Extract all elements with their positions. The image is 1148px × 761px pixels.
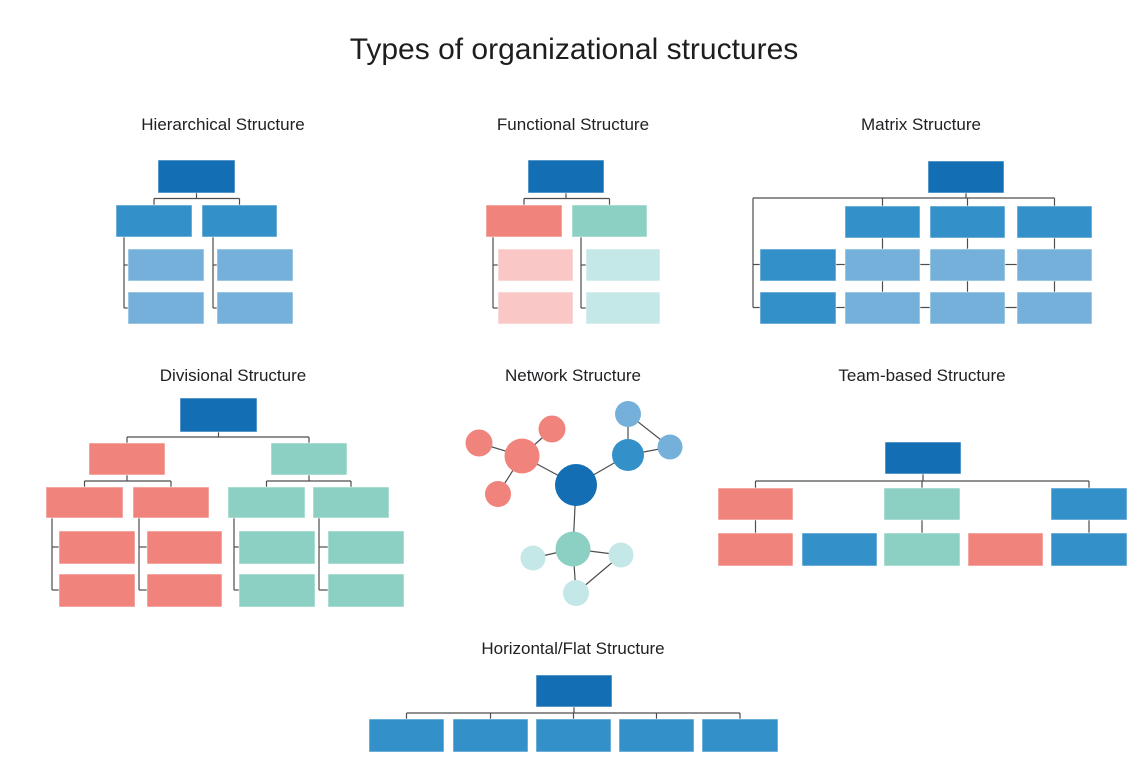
org-box-medium_blue <box>929 205 1006 239</box>
org-box-medium_blue <box>1016 205 1093 239</box>
org-box-salmon <box>132 486 210 519</box>
org-box-medium_blue <box>801 532 878 567</box>
org-box-medium_blue <box>535 718 612 753</box>
diagram-functional: Functional Structure <box>485 115 661 325</box>
diagram-title-network: Network Structure <box>505 366 641 385</box>
org-box-light_blue <box>216 248 294 282</box>
org-box-medium_blue <box>1050 532 1128 567</box>
diagram-title-team-based: Team-based Structure <box>838 366 1005 385</box>
org-box-light_teal <box>585 248 661 282</box>
org-box-salmon <box>967 532 1044 567</box>
org-box-medium_blue <box>452 718 529 753</box>
network-node-salmon <box>465 429 493 457</box>
org-box-salmon <box>146 573 223 608</box>
org-box-salmon <box>146 530 223 565</box>
org-box-light_blue <box>216 291 294 325</box>
org-box-light_teal <box>585 291 661 325</box>
network-node-salmon <box>538 415 566 443</box>
org-box-light_salmon <box>497 248 574 282</box>
org-box-medium_blue <box>701 718 779 753</box>
diagram-divisional: Divisional Structure <box>45 366 405 608</box>
org-box-medium_blue <box>115 204 193 238</box>
org-box-dark_blue <box>927 160 1005 194</box>
diagram-title-hierarchical: Hierarchical Structure <box>141 115 304 134</box>
network-node-light_blue <box>615 401 641 427</box>
org-box-salmon <box>717 487 794 521</box>
org-box-light_blue <box>929 291 1006 325</box>
org-box-light_blue <box>127 291 205 325</box>
org-box-medium_blue <box>759 248 837 282</box>
org-box-teal <box>571 204 648 238</box>
diagram-title-functional: Functional Structure <box>497 115 649 134</box>
network-node-light_teal <box>520 545 546 571</box>
org-box-light_blue <box>127 248 205 282</box>
org-box-light_blue <box>1016 248 1093 282</box>
network-node-medium_blue <box>612 439 644 471</box>
org-box-teal <box>312 486 390 519</box>
org-box-light_blue <box>929 248 1006 282</box>
org-box-salmon <box>88 442 166 476</box>
org-box-dark_blue <box>884 441 962 475</box>
diagram-network: Network Structure <box>465 366 683 606</box>
org-box-dark_blue <box>157 159 236 194</box>
diagram-team-based: Team-based Structure <box>717 366 1128 567</box>
network-node-light_teal <box>563 580 589 606</box>
org-box-medium_blue <box>759 291 837 325</box>
org-box-salmon <box>485 204 563 238</box>
org-box-teal <box>327 530 405 565</box>
org-box-light_blue <box>844 248 921 282</box>
org-box-teal <box>227 486 306 519</box>
org-box-salmon <box>45 486 124 519</box>
org-box-medium_blue <box>368 718 445 753</box>
network-node-light_teal <box>608 542 634 568</box>
diagram-hierarchical: Hierarchical Structure <box>115 115 305 325</box>
diagram-title-horizontal-flat: Horizontal/Flat Structure <box>481 639 664 658</box>
org-box-salmon <box>717 532 794 567</box>
org-box-salmon <box>58 573 136 608</box>
org-box-teal <box>238 573 316 608</box>
org-box-teal <box>883 487 961 521</box>
diagram-title-divisional: Divisional Structure <box>160 366 306 385</box>
org-box-medium_blue <box>844 205 921 239</box>
network-node-light_blue <box>657 434 683 460</box>
network-node-salmon <box>485 481 511 507</box>
network-node-teal <box>555 531 591 567</box>
org-box-dark_blue <box>527 159 605 194</box>
network-node-dark_blue <box>555 464 597 506</box>
org-box-teal <box>238 530 316 565</box>
org-box-dark_blue <box>535 674 613 708</box>
diagram-horizontal-flat: Horizontal/Flat Structure <box>368 639 779 753</box>
org-box-salmon <box>58 530 136 565</box>
network-node-salmon <box>504 438 540 474</box>
org-box-dark_blue <box>179 397 258 433</box>
diagram-matrix: Matrix Structure <box>752 115 1093 325</box>
org-box-teal <box>883 532 961 567</box>
org-box-teal <box>270 442 348 476</box>
org-box-light_salmon <box>497 291 574 325</box>
org-box-medium_blue <box>618 718 695 753</box>
page-title: Types of organizational structures <box>349 33 799 66</box>
org-box-light_blue <box>844 291 921 325</box>
org-box-medium_blue <box>201 204 278 238</box>
org-box-light_blue <box>1016 291 1093 325</box>
org-box-teal <box>327 573 405 608</box>
org-box-medium_blue <box>1050 487 1128 521</box>
diagram-title-matrix: Matrix Structure <box>861 115 981 134</box>
